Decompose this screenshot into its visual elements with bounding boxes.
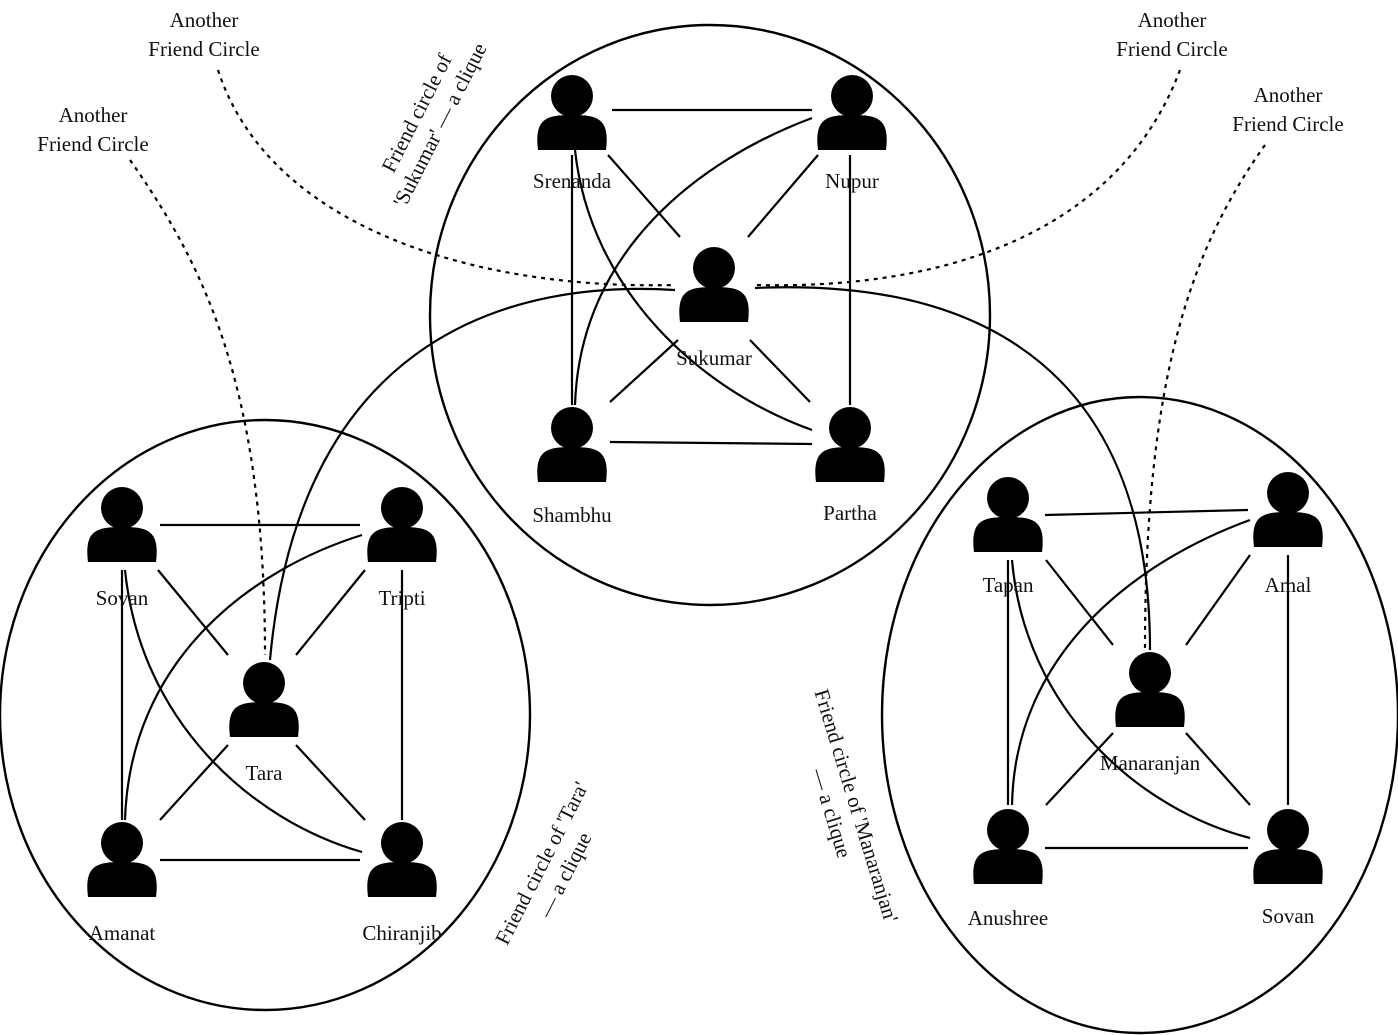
caption-sukumar-clique: Friend circle of 'Sukumar' — a clique bbox=[377, 39, 492, 211]
svg-text:Friend Circle: Friend Circle bbox=[148, 37, 259, 61]
caption-manaranjan-clique: Friend circle of 'Manaranjan' — a clique bbox=[806, 686, 903, 925]
person-label: Amanat bbox=[89, 921, 156, 945]
caption-tara-clique: Friend circle of 'Tara' — a clique bbox=[490, 778, 596, 949]
person-label: Srenanda bbox=[533, 169, 612, 193]
link-sukumar-manaranjan bbox=[754, 286, 1152, 651]
person-label: Amal bbox=[1265, 573, 1312, 597]
person-icon bbox=[815, 407, 885, 482]
person-tripti[interactable]: Tripti bbox=[367, 487, 437, 610]
link-sukumar-tara bbox=[268, 287, 676, 661]
person-icon bbox=[87, 487, 157, 562]
person-sovan-right[interactable]: Sovan bbox=[1253, 809, 1323, 928]
person-sukumar[interactable]: Sukumar bbox=[676, 247, 752, 370]
person-icon bbox=[367, 822, 437, 897]
person-amal[interactable]: Amal bbox=[1253, 472, 1323, 597]
person-anushree[interactable]: Anushree bbox=[968, 809, 1048, 930]
svg-text:Another: Another bbox=[170, 8, 239, 32]
manaranjan-circle-ring bbox=[880, 395, 1398, 1035]
person-icon bbox=[973, 809, 1043, 884]
svg-text:Another: Another bbox=[1138, 8, 1207, 32]
person-icon bbox=[537, 75, 607, 150]
person-icon bbox=[1253, 809, 1323, 884]
another-circle-note-right: Another Friend Circle bbox=[1232, 83, 1343, 136]
dash-link-left bbox=[129, 159, 267, 656]
person-icon bbox=[229, 662, 299, 737]
another-circle-note-left: Another Friend Circle bbox=[37, 103, 148, 156]
person-srenanda[interactable]: Srenanda bbox=[533, 75, 612, 193]
sukumar-circle-ring bbox=[428, 23, 992, 607]
person-label: Partha bbox=[823, 501, 877, 525]
person-label: Sukumar bbox=[676, 346, 752, 370]
person-label: Manaranjan bbox=[1100, 751, 1201, 775]
person-sovan-left[interactable]: Sovan bbox=[87, 487, 157, 610]
person-icon bbox=[817, 75, 887, 150]
person-label: Sovan bbox=[1262, 904, 1315, 928]
person-label: Shambhu bbox=[532, 503, 612, 527]
person-label: Chiranjib bbox=[362, 921, 441, 945]
another-circle-note-top-left: Another Friend Circle bbox=[148, 8, 259, 61]
person-manaranjan[interactable]: Manaranjan bbox=[1100, 652, 1201, 775]
person-icon bbox=[679, 247, 749, 322]
person-nupur[interactable]: Nupur bbox=[817, 75, 887, 193]
person-label: Sovan bbox=[96, 586, 149, 610]
tara-cluster-edges bbox=[120, 523, 404, 862]
svg-text:Another: Another bbox=[59, 103, 128, 127]
person-icon bbox=[973, 477, 1043, 552]
person-icon bbox=[367, 487, 437, 562]
svg-text:Friend Circle: Friend Circle bbox=[37, 132, 148, 156]
tara-circle-ring bbox=[0, 418, 532, 1012]
person-icon bbox=[1253, 472, 1323, 547]
person-shambhu[interactable]: Shambhu bbox=[532, 407, 612, 527]
person-tara[interactable]: Tara bbox=[229, 662, 299, 785]
svg-text:Friend Circle: Friend Circle bbox=[1232, 112, 1343, 136]
person-amanat[interactable]: Amanat bbox=[87, 822, 157, 945]
person-label: Tara bbox=[246, 761, 284, 785]
sukumar-cluster-edges bbox=[570, 108, 852, 446]
another-circle-note-top-right: Another Friend Circle bbox=[1116, 8, 1227, 61]
dash-link-right bbox=[1143, 144, 1266, 651]
person-icon bbox=[537, 407, 607, 482]
svg-text:Another: Another bbox=[1254, 83, 1323, 107]
person-label: Anushree bbox=[968, 906, 1048, 930]
svg-text:Friend Circle: Friend Circle bbox=[1116, 37, 1227, 61]
person-chiranjib[interactable]: Chiranjib bbox=[362, 822, 442, 945]
person-icon bbox=[1115, 652, 1185, 727]
person-label: Tapan bbox=[982, 573, 1034, 597]
person-partha[interactable]: Partha bbox=[815, 407, 885, 525]
person-icon bbox=[87, 822, 157, 897]
person-tapan[interactable]: Tapan bbox=[973, 477, 1043, 597]
person-label: Tripti bbox=[378, 586, 425, 610]
manaranjan-cluster-edges bbox=[1006, 508, 1290, 850]
person-label: Nupur bbox=[825, 169, 879, 193]
dash-link-top-right bbox=[754, 69, 1182, 287]
